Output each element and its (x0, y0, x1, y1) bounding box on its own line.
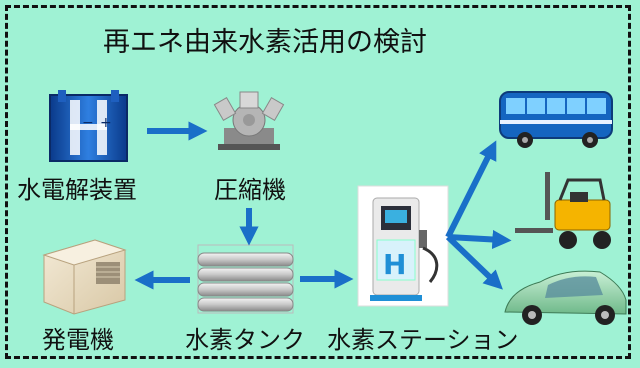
compressor-label: 圧縮機 (214, 176, 286, 204)
electrolyzer-label: 水電解装置 (17, 176, 137, 204)
generator-icon (42, 239, 127, 315)
forklift-icon (515, 172, 611, 249)
generator-label: 発電機 (42, 326, 114, 354)
arrow-station-bus (445, 140, 497, 239)
car-icon (504, 270, 627, 325)
svg-text:+: + (100, 115, 112, 131)
bus-icon (499, 91, 613, 148)
electrolyzer-icon: − + (49, 90, 128, 162)
diagram-title: 再エネ由来水素活用の検討 (103, 27, 427, 58)
svg-text:−: − (82, 115, 94, 131)
flow-arrows (134, 121, 512, 290)
compressor-icon (213, 91, 285, 150)
arrow-station-forklift (447, 229, 512, 250)
tank-label: 水素タンク (185, 326, 305, 354)
hydrogen-tank-icon (197, 244, 294, 314)
hydrogen-station-icon: H (357, 185, 449, 307)
station-label: 水素ステーション (327, 326, 519, 354)
dashed-frame (5, 5, 631, 359)
station-sign: H (383, 248, 406, 281)
arrow-station-car (445, 234, 503, 290)
